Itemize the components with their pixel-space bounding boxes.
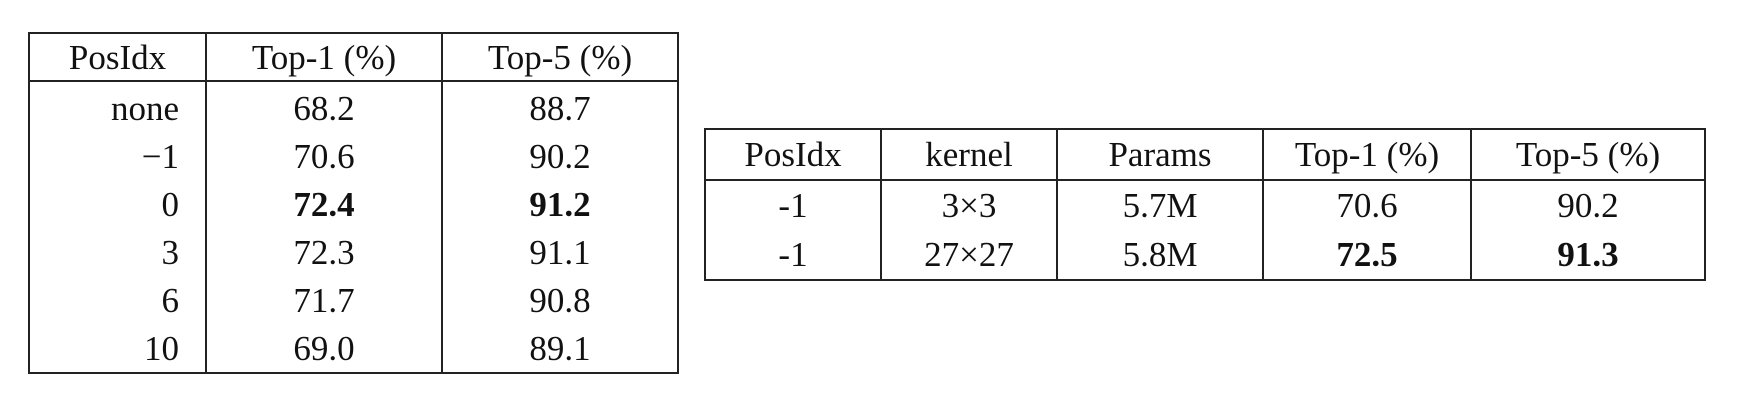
cell-top5: 89.1	[441, 324, 679, 374]
table-row: −1 70.6 90.2	[28, 132, 679, 180]
header-top1: Top-1 (%)	[1262, 128, 1472, 181]
cell-posidx: 0	[28, 180, 207, 228]
cell-kernel: 3×3	[880, 180, 1058, 230]
cell-top5: 91.1	[441, 228, 679, 276]
kernel-size-table: PosIdx kernel Params Top-1 (%) Top-5 (%)…	[704, 128, 1706, 281]
table-row: -1 3×3 5.7M 70.6 90.2	[704, 180, 1706, 230]
cell-kernel: 27×27	[880, 230, 1058, 281]
table-row: 3 72.3 91.1	[28, 228, 679, 276]
cell-posidx: −1	[28, 132, 207, 180]
cell-top1: 71.7	[205, 276, 443, 324]
cell-top5-best: 91.3	[1470, 230, 1706, 281]
header-posidx: PosIdx	[704, 128, 882, 181]
table-row: 10 69.0 89.1	[28, 324, 679, 374]
cell-top5: 88.7	[441, 81, 679, 132]
cell-top5: 90.2	[1470, 180, 1706, 230]
table-row-best: 0 72.4 91.2	[28, 180, 679, 228]
header-top5: Top-5 (%)	[441, 32, 679, 82]
cell-posidx: 3	[28, 228, 207, 276]
cell-top1-best: 72.5	[1262, 230, 1472, 281]
cell-posidx: -1	[704, 230, 882, 281]
table-header-row: PosIdx kernel Params Top-1 (%) Top-5 (%)	[704, 128, 1706, 181]
header-posidx: PosIdx	[28, 32, 207, 82]
cell-top1: 69.0	[205, 324, 443, 374]
cell-top1: 70.6	[205, 132, 443, 180]
cell-top5: 90.8	[441, 276, 679, 324]
cell-top1: 68.2	[205, 81, 443, 132]
cell-params: 5.8M	[1056, 230, 1264, 281]
header-top1: Top-1 (%)	[205, 32, 443, 82]
header-kernel: kernel	[880, 128, 1058, 181]
header-params: Params	[1056, 128, 1264, 181]
cell-posidx: none	[28, 81, 207, 132]
cell-top5: 90.2	[441, 132, 679, 180]
header-top5: Top-5 (%)	[1470, 128, 1706, 181]
cell-top1-best: 72.4	[205, 180, 443, 228]
cell-posidx: -1	[704, 180, 882, 230]
cell-top5-best: 91.2	[441, 180, 679, 228]
table-row: 6 71.7 90.8	[28, 276, 679, 324]
cell-posidx: 6	[28, 276, 207, 324]
table-header-row: PosIdx Top-1 (%) Top-5 (%)	[28, 32, 679, 82]
cell-top1: 72.3	[205, 228, 443, 276]
cell-posidx: 10	[28, 324, 207, 374]
cell-top1: 70.6	[1262, 180, 1472, 230]
table-row-best: -1 27×27 5.8M 72.5 91.3	[704, 230, 1706, 281]
table-row: none 68.2 88.7	[28, 81, 679, 132]
posidx-ablation-table: PosIdx Top-1 (%) Top-5 (%) none 68.2 88.…	[28, 32, 679, 374]
cell-params: 5.7M	[1056, 180, 1264, 230]
